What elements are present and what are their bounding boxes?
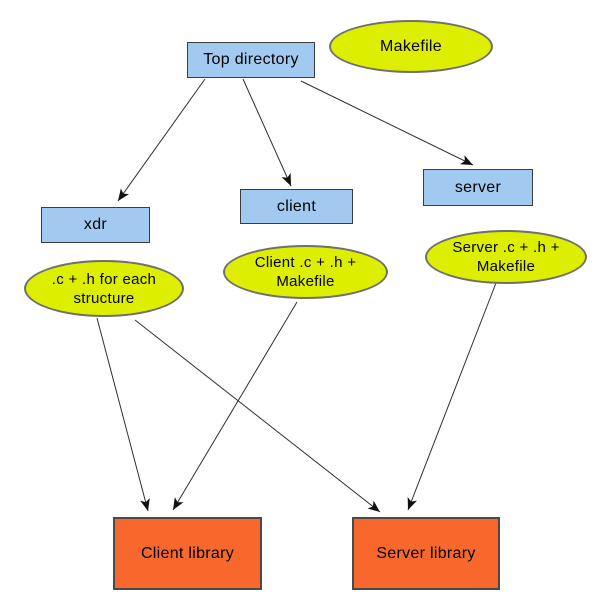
node-client-files-label-line1: Client .c + .h +	[254, 254, 357, 271]
node-client-files: Client .c + .h + Makefile	[223, 245, 388, 299]
node-server-files: Server .c + .h + Makefile	[425, 230, 587, 284]
node-client-files-label-line2: Makefile	[276, 273, 335, 290]
node-xdr: xdr	[41, 207, 150, 243]
node-server-files-label-line2: Makefile	[476, 258, 536, 275]
node-makefile: Makefile	[329, 20, 493, 73]
arrow-client-files-to-client-library	[172, 301, 298, 511]
node-xdr-label: xdr	[83, 216, 108, 233]
arrow-top-directory-to-server	[300, 80, 474, 166]
arrow-top-directory-to-client	[242, 78, 292, 187]
arrow-xdr-output-to-server-library	[134, 319, 381, 513]
node-top-directory: Top directory	[187, 42, 315, 78]
node-server: server	[423, 169, 533, 206]
arrow-xdr-output-to-client-library	[96, 317, 150, 512]
node-client-library-label: Client library	[140, 544, 235, 562]
node-server-library: Server library	[352, 517, 500, 590]
node-client: client	[240, 189, 353, 224]
node-xdr-output-label-line2: structure	[73, 289, 135, 307]
node-server-label: server	[454, 178, 502, 196]
node-top-directory-label: Top directory	[203, 51, 299, 68]
node-server-library-label: Server library	[376, 544, 476, 562]
node-client-label: client	[276, 197, 317, 215]
arrow-server-files-to-server-library	[407, 282, 497, 511]
node-client-library: Client library	[113, 517, 262, 590]
node-makefile-label: Makefile	[380, 38, 442, 55]
node-xdr-output: .c + .h for each structure	[24, 260, 184, 317]
node-server-files-label-line1: Server .c + .h +	[452, 239, 560, 256]
node-xdr-output-label-line1: .c + .h for each	[51, 270, 157, 288]
arrow-top-directory-to-xdr	[117, 78, 206, 202]
